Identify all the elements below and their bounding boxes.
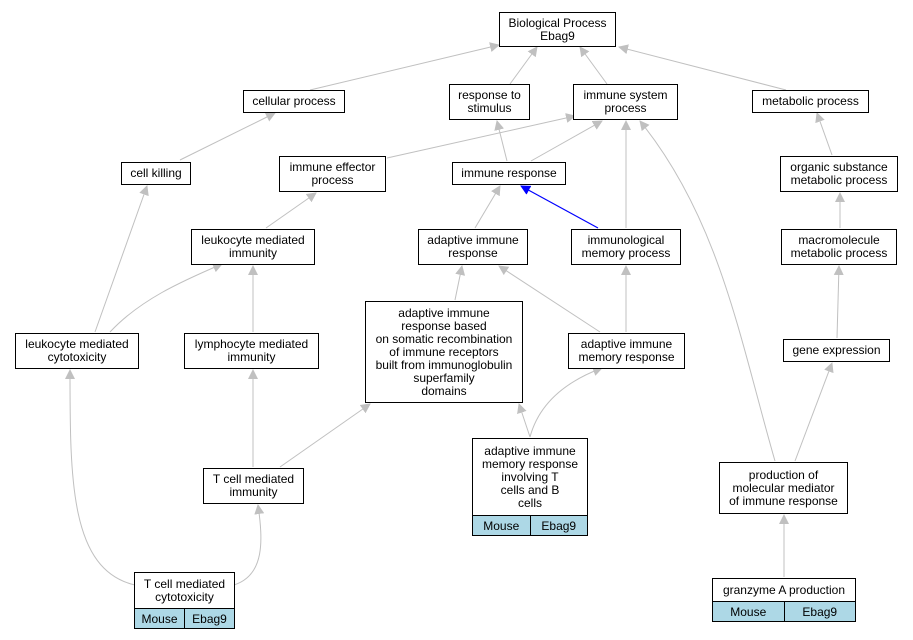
edge-memory-to-adaptive — [498, 265, 601, 333]
edge-organic-to-metabolic — [815, 112, 833, 156]
gene-node-t-cell-cytotoxicity[interactable]: T cell mediated cytotoxicity Mouse Ebag9 — [134, 572, 235, 629]
edge-immuneresp-to-stimulus — [494, 120, 508, 162]
edge-production-to-immunesys — [639, 120, 776, 462]
edge-memproc-to-immuneresp-highlight — [520, 185, 599, 229]
species-cell[interactable]: Mouse — [473, 516, 530, 535]
node-leukocyte-mediated-immunity[interactable]: leukocyte mediated immunity — [191, 229, 315, 265]
species-cell[interactable]: Mouse — [135, 609, 184, 628]
edge-adaptive-to-immuneresp — [474, 185, 501, 229]
edge-somatic-to-adaptive — [454, 265, 466, 301]
node-cellular-process[interactable]: cellular process — [243, 90, 345, 113]
edge-tcellcyto-to-tcellimm — [233, 504, 265, 586]
gene-node-memory-t-b-cells[interactable]: adaptive immune memory response involvin… — [472, 438, 588, 536]
edge-geneexp-to-macro — [833, 265, 844, 339]
edge-leukimm-to-effector — [265, 192, 317, 229]
gene-cell[interactable]: Ebag9 — [529, 516, 587, 535]
edge-immunesys-to-bp — [579, 46, 608, 85]
edge-effector-to-immunesys — [386, 113, 576, 159]
edge-immuneresp-to-immunesys — [530, 120, 603, 162]
edge-leukcyto-to-cellkilling — [94, 185, 149, 333]
edge-leukcyto-to-leukimm — [109, 262, 223, 333]
species-cell[interactable]: Mouse — [713, 602, 784, 621]
gene-cell[interactable]: Ebag9 — [783, 602, 855, 621]
node-cell-killing[interactable]: cell killing — [121, 162, 191, 185]
edge-tcellcyto-to-leukcyto — [65, 369, 136, 586]
gene-node-title: T cell mediated cytotoxicity — [143, 576, 226, 604]
edge-cellkilling-to-cellular — [179, 112, 276, 161]
gene-node-title: granzyme A production — [722, 582, 846, 597]
edge-tcellimm-to-somatic — [279, 403, 371, 468]
node-immunological-memory-process[interactable]: immunological memory process — [571, 229, 681, 265]
edge-stimulus-to-bp — [509, 46, 538, 85]
node-t-cell-immunity[interactable]: T cell mediated immunity — [203, 468, 304, 504]
node-adaptive-somatic[interactable]: adaptive immune response based on somati… — [365, 301, 523, 403]
node-immune-system-process[interactable]: immune system process — [573, 84, 678, 120]
edge-cellular-to-bp — [309, 42, 500, 91]
node-organic-substance[interactable]: organic substance metabolic process — [780, 156, 898, 192]
node-adaptive-immune-response[interactable]: adaptive immune response — [418, 229, 528, 265]
edge-memtb-to-memory — [529, 366, 603, 438]
node-lymphocyte-immunity[interactable]: lymphocyte mediated immunity — [184, 333, 319, 369]
gene-node-granzyme-a[interactable]: granzyme A production Mouse Ebag9 — [712, 578, 856, 622]
node-immune-response[interactable]: immune response — [452, 162, 566, 185]
node-biological-process[interactable]: Biological Process Ebag9 — [499, 12, 616, 47]
edge-memtb-to-somatic — [517, 403, 531, 438]
node-immune-effector-process[interactable]: immune effector process — [279, 156, 386, 192]
node-response-to-stimulus[interactable]: response to stimulus — [449, 84, 530, 120]
node-leukocyte-cytotoxicity[interactable]: leukocyte mediated cytotoxicity — [15, 333, 139, 369]
node-metabolic-process[interactable]: metabolic process — [752, 90, 869, 113]
node-gene-expression[interactable]: gene expression — [783, 339, 890, 362]
edge-metabolic-to-bp — [618, 44, 787, 91]
gene-node-title: adaptive immune memory response involvin… — [481, 443, 579, 510]
edge-production-to-geneexp — [794, 362, 834, 462]
node-adaptive-memory[interactable]: adaptive immune memory response — [568, 333, 685, 369]
node-production-mediator[interactable]: production of molecular mediator of immu… — [719, 462, 848, 514]
node-macromolecule[interactable]: macromolecule metabolic process — [781, 229, 897, 265]
gene-cell[interactable]: Ebag9 — [184, 609, 234, 628]
